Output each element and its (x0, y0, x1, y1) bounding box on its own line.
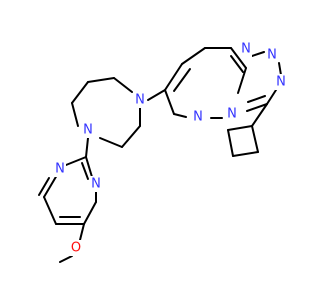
atom-label: N (276, 75, 286, 90)
atom-label: N (91, 177, 101, 192)
bond (173, 68, 191, 92)
label-mask (226, 106, 238, 122)
bond (266, 89, 277, 105)
bond (164, 89, 175, 115)
bond (251, 103, 268, 127)
atom-nitrogen: N (90, 176, 102, 192)
bond (85, 137, 89, 158)
atom-oxygen: O (70, 240, 82, 256)
bond (230, 47, 247, 69)
bond (230, 55, 244, 73)
bond (147, 89, 166, 101)
atom-nitrogen: N (134, 92, 146, 108)
atom-label: N (267, 48, 277, 63)
bond (99, 137, 123, 148)
bond (173, 113, 187, 118)
bond (121, 125, 141, 148)
molecule-diagram: N N N N N N N N (38, 41, 287, 263)
atom-nitrogen: N (192, 109, 204, 125)
atom-nitrogen: N (54, 161, 66, 177)
bond (71, 102, 79, 127)
label-mask (134, 92, 146, 108)
label-mask (54, 161, 66, 177)
atom-label: N (227, 107, 237, 122)
bond (164, 63, 183, 91)
bond (65, 156, 87, 166)
atom-label: N (193, 110, 203, 125)
atom-nitrogen: N (275, 74, 287, 90)
label-mask (266, 47, 278, 63)
bond (251, 51, 265, 57)
bond (59, 255, 73, 263)
bond (181, 47, 206, 65)
label-mask (90, 176, 102, 192)
bond (83, 201, 97, 225)
label-mask (275, 74, 287, 90)
bond (237, 67, 247, 94)
bond (85, 156, 93, 178)
bond (43, 196, 57, 225)
bond (247, 95, 266, 103)
bond (38, 177, 50, 196)
atom-nitrogen: N (266, 47, 278, 63)
bond (251, 125, 259, 153)
bond (43, 174, 58, 198)
bond (81, 162, 89, 180)
bonds (38, 47, 282, 263)
bond (232, 151, 259, 157)
bond (87, 77, 115, 83)
bond (227, 125, 253, 131)
bond (71, 81, 89, 104)
atom-label: N (55, 162, 65, 177)
atom-labels: N N N N N N N N (54, 41, 287, 256)
bond (246, 103, 268, 112)
label-mask (82, 122, 94, 138)
atom-label: N (241, 42, 251, 57)
atom-nitrogen: N (82, 122, 94, 138)
atom-label: N (135, 93, 145, 108)
bond (278, 62, 282, 76)
bond (79, 223, 85, 241)
atom-nitrogen: N (226, 106, 238, 122)
bond (113, 77, 133, 93)
label-mask (70, 240, 82, 256)
atom-label: N (83, 123, 93, 138)
atom-label: O (71, 241, 81, 256)
bond (227, 129, 234, 157)
label-mask (192, 109, 204, 125)
atom-nitrogen: N (240, 41, 252, 57)
label-mask (240, 41, 252, 57)
